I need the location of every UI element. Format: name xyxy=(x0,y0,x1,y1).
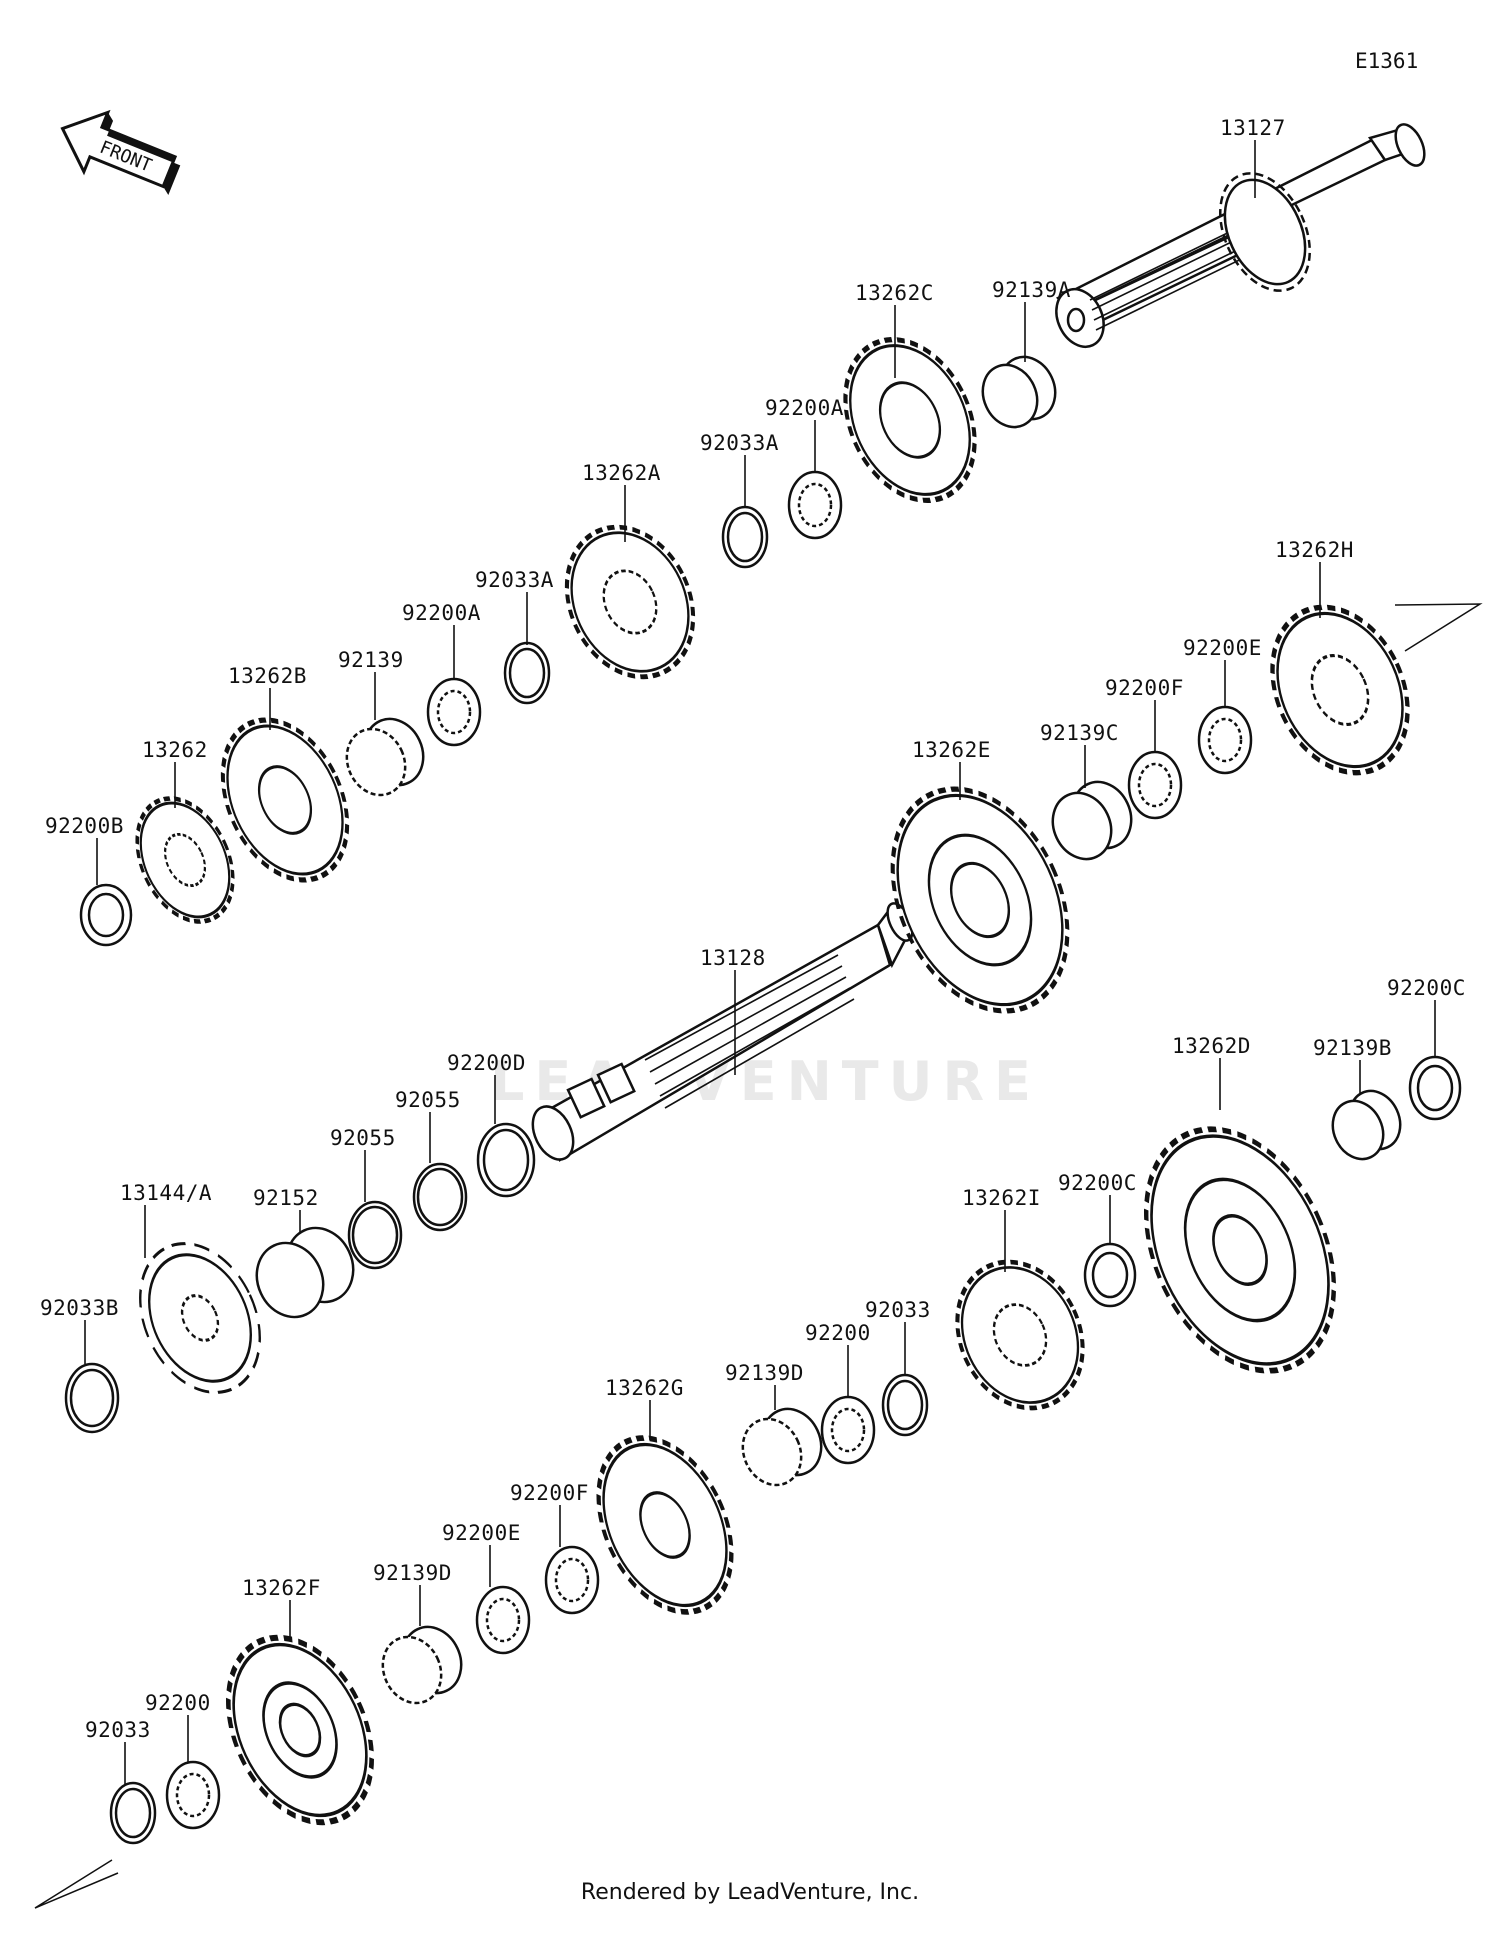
label-92033-mid[interactable]: 92033 xyxy=(865,1298,931,1322)
gear-13262d xyxy=(1143,1126,1337,1374)
part-labels: 13127 92139A 13262C 92200A 92033A 13262A… xyxy=(40,116,1466,1742)
washer-92200a-top xyxy=(787,470,843,540)
label-92139d-mid[interactable]: 92139D xyxy=(725,1361,804,1385)
gear-13262h xyxy=(1270,604,1410,776)
washer-92200c xyxy=(1083,1242,1137,1308)
washer-92055a xyxy=(347,1200,403,1270)
label-13262i[interactable]: 13262I xyxy=(962,1186,1041,1210)
label-92139d[interactable]: 92139D xyxy=(373,1561,452,1585)
label-13262b[interactable]: 13262B xyxy=(228,664,307,688)
washer-92200e-top xyxy=(1197,705,1253,775)
label-92200a-top[interactable]: 92200A xyxy=(765,396,844,420)
washer-92200a xyxy=(426,677,482,747)
washer-92200f-top xyxy=(1127,750,1183,820)
label-92055-a[interactable]: 92055 xyxy=(330,1126,396,1150)
label-92033b[interactable]: 92033B xyxy=(40,1296,119,1320)
front-arrow-icon: FRONT xyxy=(60,109,181,196)
washer-92200c-top xyxy=(1408,1055,1462,1121)
washer-92200-mid xyxy=(820,1395,876,1465)
label-92139a[interactable]: 92139A xyxy=(992,278,1071,302)
label-92033a-top[interactable]: 92033A xyxy=(700,431,779,455)
bearing-92139d xyxy=(381,1625,463,1705)
circlip-92033-mid xyxy=(881,1373,929,1437)
label-92200c-top[interactable]: 92200C xyxy=(1387,976,1466,1000)
gear-13262i xyxy=(955,1259,1085,1411)
circlip-92033a xyxy=(503,641,551,705)
label-92200d[interactable]: 92200D xyxy=(447,1051,526,1075)
label-92200b[interactable]: 92200B xyxy=(45,814,124,838)
washer-92200b xyxy=(79,883,133,947)
gear-13262g xyxy=(596,1435,734,1615)
bearing-92139b xyxy=(1331,1089,1402,1161)
washer-92200e xyxy=(475,1585,531,1655)
label-92200f-top[interactable]: 92200F xyxy=(1105,676,1184,700)
gear-13262b xyxy=(220,717,350,883)
sprocket-13144a xyxy=(139,1242,261,1394)
bearing-92139 xyxy=(345,717,425,797)
label-92200a[interactable]: 92200A xyxy=(402,601,481,625)
axis-lines xyxy=(34,603,1483,1909)
label-92200c[interactable]: 92200C xyxy=(1058,1171,1137,1195)
circlip-92033a-top xyxy=(721,505,769,569)
label-13144a[interactable]: 13144/A xyxy=(120,1181,212,1205)
gear-13127-teeth xyxy=(1219,172,1311,292)
washer-92200f xyxy=(544,1545,600,1615)
label-13262d[interactable]: 13262D xyxy=(1172,1034,1251,1058)
label-13127[interactable]: 13127 xyxy=(1220,116,1286,140)
figure-id: E1361 xyxy=(1355,49,1418,73)
label-92200f[interactable]: 92200F xyxy=(510,1481,589,1505)
circlip-92033b xyxy=(64,1362,120,1434)
label-92139b[interactable]: 92139B xyxy=(1313,1036,1392,1060)
label-13262f[interactable]: 13262F xyxy=(242,1576,321,1600)
shaft-13128 xyxy=(531,902,914,1162)
label-92200e[interactable]: 92200E xyxy=(442,1521,521,1545)
label-13262g[interactable]: 13262G xyxy=(605,1376,684,1400)
label-92055-b[interactable]: 92055 xyxy=(395,1088,461,1112)
label-92033a[interactable]: 92033A xyxy=(475,568,554,592)
washer-92055b xyxy=(412,1162,468,1232)
label-13262a[interactable]: 13262A xyxy=(582,461,661,485)
label-92152[interactable]: 92152 xyxy=(253,1186,319,1210)
label-13128[interactable]: 13128 xyxy=(700,946,766,970)
gear-13262 xyxy=(135,796,235,924)
gear-13262e xyxy=(890,786,1070,1014)
gear-13262f xyxy=(226,1634,374,1826)
bearing-92139d-mid xyxy=(741,1407,823,1487)
label-92139[interactable]: 92139 xyxy=(338,648,404,672)
washer-92200d xyxy=(476,1122,536,1198)
gear-13262a xyxy=(564,524,696,680)
bearing-92139c xyxy=(1051,780,1133,861)
label-92200e-top[interactable]: 92200E xyxy=(1183,636,1262,660)
shaft-13127 xyxy=(1055,123,1426,348)
label-13262[interactable]: 13262 xyxy=(142,738,208,762)
leader-lines xyxy=(84,140,1436,1785)
bearing-92139a xyxy=(981,355,1057,429)
circlip-92033 xyxy=(109,1781,157,1845)
label-92033[interactable]: 92033 xyxy=(85,1718,151,1742)
footer-credit: Rendered by LeadVenture, Inc. xyxy=(580,1880,920,1905)
label-13262c[interactable]: 13262C xyxy=(855,281,934,305)
washer-92200 xyxy=(165,1760,221,1830)
bush-92152 xyxy=(255,1226,355,1319)
label-13262e[interactable]: 13262E xyxy=(912,738,991,762)
label-92200-mid[interactable]: 92200 xyxy=(805,1321,871,1345)
label-13262h[interactable]: 13262H xyxy=(1275,538,1354,562)
label-92139c[interactable]: 92139C xyxy=(1040,721,1119,745)
gear-13262c xyxy=(843,337,977,503)
label-92200[interactable]: 92200 xyxy=(145,1691,211,1715)
